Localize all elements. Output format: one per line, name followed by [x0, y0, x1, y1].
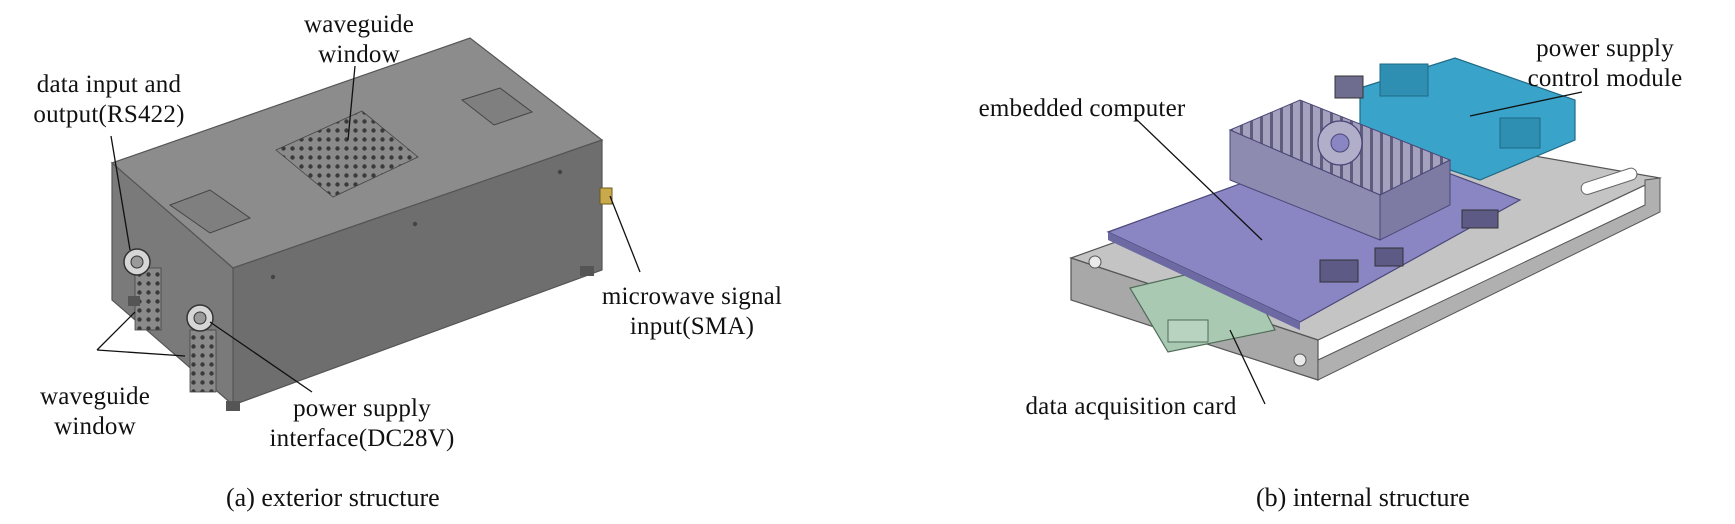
label-line: interface(DC28V) [269, 425, 455, 452]
control-module-block [1379, 63, 1429, 97]
label-line: input(SMA) [629, 313, 755, 340]
label-line: embedded computer [978, 95, 1186, 122]
daq-connector [1167, 319, 1209, 343]
control-module-block [1499, 117, 1541, 149]
board-connector [1319, 259, 1359, 283]
tray-hole [1088, 255, 1102, 269]
label-waveguide-window-bottom: waveguide window [20, 382, 170, 442]
mount-plate-left [168, 189, 252, 234]
caption-a: (a) exterior structure [226, 483, 440, 512]
label-waveguide-window-top: waveguide window [284, 10, 434, 70]
screw [557, 169, 563, 175]
tray-right-flange [1317, 177, 1661, 381]
board-connector [1461, 209, 1499, 229]
leader-lines-a [96, 65, 641, 393]
label-line: power supply [1536, 35, 1674, 62]
tray-hole [1293, 353, 1307, 367]
label-line: control module [1527, 65, 1683, 92]
label-daq-card: data acquisition card [986, 392, 1276, 422]
screw [412, 221, 418, 227]
tray-slot [1580, 167, 1638, 195]
board-connector [1374, 247, 1404, 267]
connector-block [1334, 75, 1364, 99]
label-line: output(RS422) [33, 101, 185, 128]
enclosure-exterior [110, 37, 613, 411]
label-line: microwave signal [601, 283, 783, 310]
internal-assembly [1069, 57, 1662, 381]
label-line: window [54, 413, 136, 440]
mount-plate-right [460, 87, 534, 126]
top-waveguide-grid [275, 110, 419, 198]
label-embedded-computer: embedded computer [962, 94, 1202, 124]
label-line: data acquisition card [1025, 393, 1237, 420]
caption-b: (b) internal structure [1256, 483, 1470, 512]
leader-lines-b [1134, 91, 1583, 405]
label-power-interface: power supply interface(DC28V) [252, 394, 472, 454]
foot [580, 266, 594, 276]
board-edge [1108, 232, 1300, 330]
foot [226, 401, 240, 411]
sma-connector [599, 187, 613, 205]
label-power-control-module: power supply control module [1490, 34, 1720, 94]
screw [270, 274, 276, 280]
label-line: window [318, 41, 400, 68]
foot [128, 296, 140, 306]
heatsink-side [1379, 159, 1451, 241]
label-microwave-input: microwave signal input(SMA) [572, 282, 812, 342]
side-vent-lower [189, 329, 217, 393]
label-line: data input and [36, 71, 182, 98]
label-line: waveguide [39, 383, 151, 410]
label-line: power supply [293, 395, 431, 422]
label-data-io: data input and output(RS422) [14, 70, 204, 130]
label-line: waveguide [303, 11, 415, 38]
